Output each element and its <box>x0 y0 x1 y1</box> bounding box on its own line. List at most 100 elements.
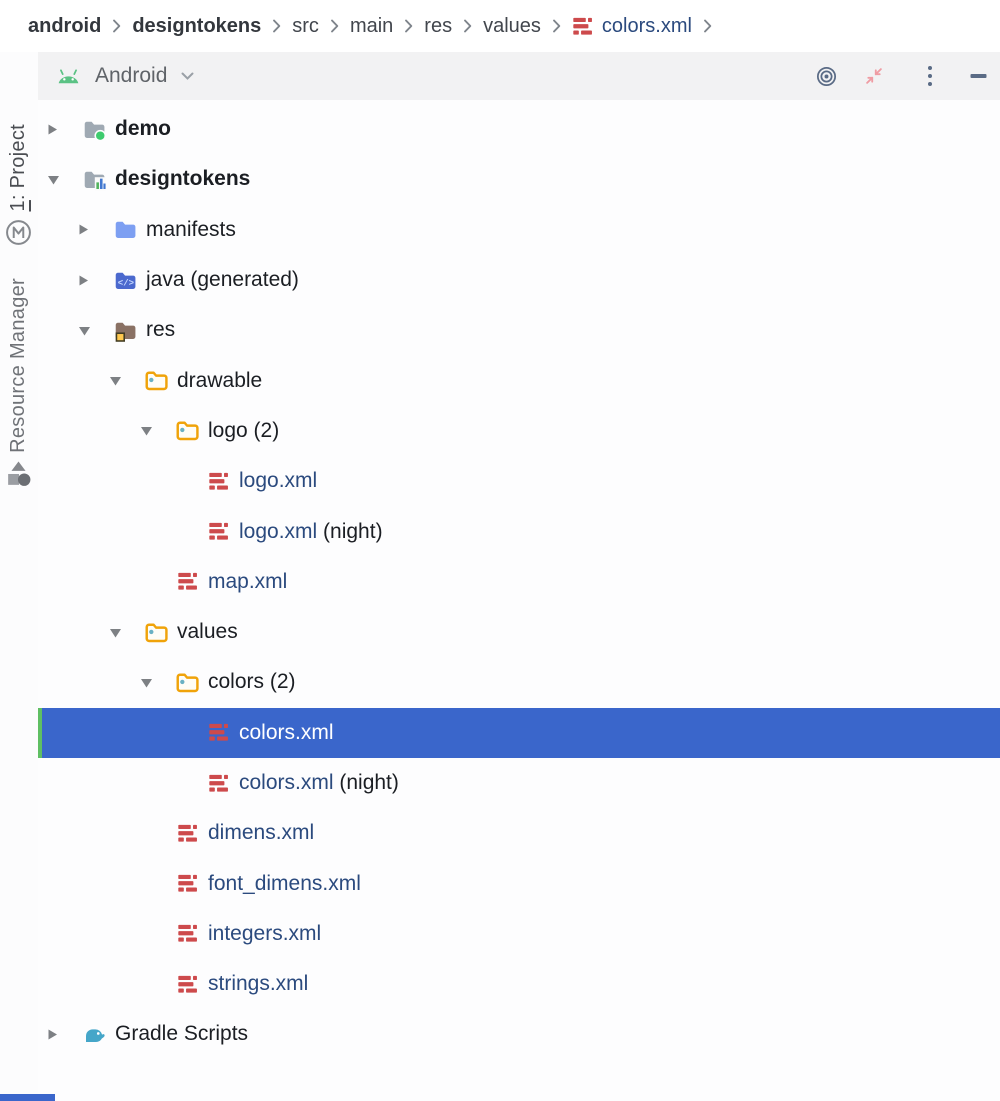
xml-file-icon <box>175 821 199 845</box>
project-stripe-label: 1: Project <box>7 124 30 212</box>
xml-file-icon <box>206 771 230 795</box>
circled-m-icon <box>5 219 32 246</box>
tree-item-label: map.xml <box>208 570 287 594</box>
xml-file-icon <box>206 469 230 493</box>
svg-text:</>: </> <box>117 277 133 288</box>
tree-toggle-collapsed-icon[interactable] <box>46 1027 59 1042</box>
toolwindow-actions <box>816 64 1000 88</box>
resource-manager-icon <box>5 460 32 489</box>
xml-file-icon <box>175 922 199 946</box>
tree-item-label: logo.xml <box>239 520 317 544</box>
android-head-icon <box>55 68 82 85</box>
tree-row-font-dimens-xml[interactable]: font_dimens.xml <box>38 858 1000 908</box>
tree-row-values[interactable]: values <box>38 607 1000 657</box>
tree-item-label: strings.xml <box>208 972 308 996</box>
tree-row-demo[interactable]: demo <box>38 104 1000 154</box>
tree-item-label: colors.xml <box>239 721 334 745</box>
tree-toggle-expanded-icon[interactable] <box>108 626 123 639</box>
kebab-menu-icon <box>927 65 933 87</box>
tree-toggle-collapsed-icon[interactable] <box>77 273 90 288</box>
resource-folder-icon <box>144 369 168 393</box>
tree-row-logo-2[interactable]: logo (2) <box>38 406 1000 456</box>
tree-row-logo-xml[interactable]: logo.xml <box>38 456 1000 506</box>
chevron-right-icon <box>552 19 561 33</box>
collapse-panel-button[interactable] <box>864 64 884 88</box>
tree-item-label: values <box>177 620 238 644</box>
tree-item-label: res <box>146 318 175 342</box>
chevron-right-icon <box>703 19 712 33</box>
tree-row-colors-xml-night[interactable]: colors.xml (night) <box>38 758 1000 808</box>
tree-row-integers-xml[interactable]: integers.xml <box>38 909 1000 959</box>
tree-row-manifests[interactable]: manifests <box>38 205 1000 255</box>
breadcrumb-item-main[interactable]: main <box>350 15 393 38</box>
breadcrumb-item-android[interactable]: android <box>28 15 101 38</box>
tree-item-label: font_dimens.xml <box>208 872 361 896</box>
breadcrumb-item-values[interactable]: values <box>483 15 541 38</box>
xml-file-icon <box>175 570 199 594</box>
chevron-right-icon <box>404 19 413 33</box>
minimize-icon <box>970 73 987 79</box>
bottom-toolwindow-indicator <box>0 1094 55 1101</box>
collapse-arrows-icon <box>864 66 884 86</box>
android-app-module-icon <box>82 117 106 141</box>
xml-file-icon <box>175 872 199 896</box>
tree-row-strings-xml[interactable]: strings.xml <box>38 959 1000 1009</box>
resource-folder-icon <box>144 620 168 644</box>
tree-toggle-expanded-icon[interactable] <box>77 324 92 337</box>
tree-row-designtokens[interactable]: designtokens <box>38 154 1000 204</box>
more-options-button[interactable] <box>920 64 940 88</box>
breadcrumb-item-src[interactable]: src <box>292 15 319 38</box>
tree-item-label: java (generated) <box>146 268 299 292</box>
xml-file-icon <box>175 972 199 996</box>
tree-row-java-generated[interactable]: </> java (generated) <box>38 255 1000 305</box>
breadcrumb-item-res[interactable]: res <box>424 15 452 38</box>
resource-folder-icon <box>175 670 199 694</box>
android-library-module-icon <box>82 167 106 191</box>
target-icon <box>816 66 837 87</box>
hide-panel-button[interactable] <box>968 64 988 88</box>
tool-window-stripe: 1: Project Resource Manager <box>0 52 39 1101</box>
tree-row-res[interactable]: res <box>38 305 1000 355</box>
breadcrumb-item-designtokens[interactable]: designtokens <box>132 15 261 38</box>
tree-toggle-collapsed-icon[interactable] <box>46 122 59 137</box>
tree-row-dimens-xml[interactable]: dimens.xml <box>38 808 1000 858</box>
tree-row-gradle-scripts[interactable]: Gradle Scripts <box>38 1009 1000 1059</box>
xml-file-icon <box>206 520 230 544</box>
tree-item-label: dimens.xml <box>208 821 314 845</box>
tree-toggle-expanded-icon[interactable] <box>108 374 123 387</box>
tree-row-drawable[interactable]: drawable <box>38 355 1000 405</box>
resource-manager-stripe-label: Resource Manager <box>7 278 30 453</box>
tree-item-label: colors (2) <box>208 670 296 694</box>
chevron-right-icon <box>112 19 121 33</box>
breadcrumb-item-colors-xml[interactable]: colors.xml <box>602 15 692 38</box>
locate-file-button[interactable] <box>816 64 836 88</box>
tree-row-colors-2[interactable]: colors (2) <box>38 657 1000 707</box>
xml-file-icon <box>206 721 230 745</box>
tree-toggle-expanded-icon[interactable] <box>139 424 154 437</box>
manifests-folder-icon <box>113 218 137 242</box>
tree-toggle-expanded-icon[interactable] <box>46 173 61 186</box>
tree-item-label: designtokens <box>115 167 250 191</box>
toolwindow-title: Android <box>95 64 167 88</box>
project-tree: demo designtokens manifests </> java (genera… <box>38 100 1000 1101</box>
tree-item-label: demo <box>115 117 171 141</box>
res-folder-icon <box>113 318 137 342</box>
tree-row-map-xml[interactable]: map.xml <box>38 557 1000 607</box>
breadcrumb: android designtokens src main res values color… <box>0 0 1000 52</box>
chevron-down-icon <box>180 71 195 81</box>
tree-item-label: manifests <box>146 218 236 242</box>
tree-toggle-expanded-icon[interactable] <box>139 676 154 689</box>
tree-item-label: drawable <box>177 369 262 393</box>
resource-folder-icon <box>175 419 199 443</box>
chevron-right-icon <box>330 19 339 33</box>
tree-row-colors-xml[interactable]: colors.xml <box>38 708 1000 758</box>
tree-row-logo-xml-night[interactable]: logo.xml (night) <box>38 506 1000 556</box>
stripe-button-resource-manager[interactable]: Resource Manager <box>0 278 37 489</box>
tree-toggle-collapsed-icon[interactable] <box>77 222 90 237</box>
tree-item-label: integers.xml <box>208 922 321 946</box>
tree-item-label: colors.xml <box>239 771 334 795</box>
stripe-button-project[interactable]: 1: Project <box>0 124 37 246</box>
tree-item-suffix: (night) <box>334 771 399 795</box>
view-selector-dropdown[interactable]: Android <box>38 64 195 88</box>
tree-item-label: Gradle Scripts <box>115 1022 248 1046</box>
